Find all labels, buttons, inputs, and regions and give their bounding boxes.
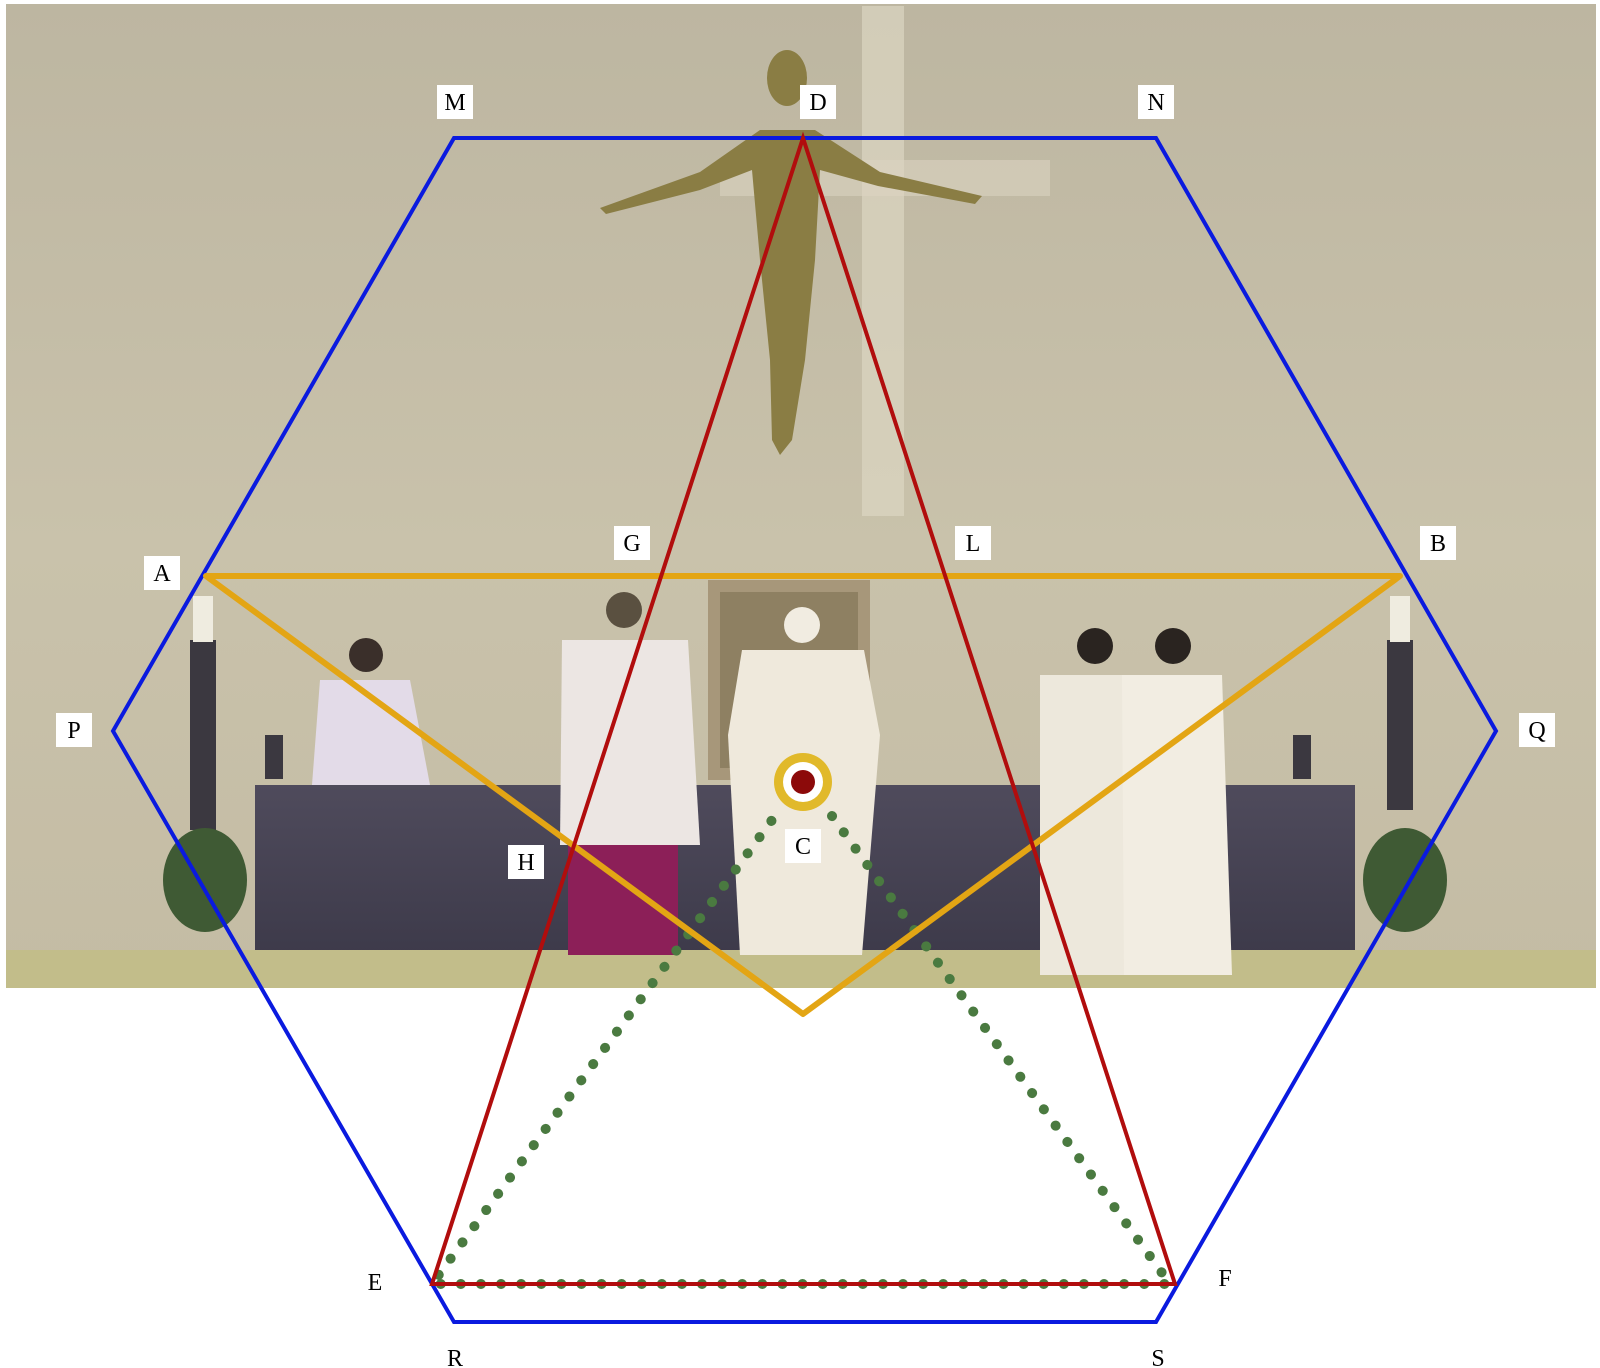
candle-right-top	[1390, 596, 1410, 642]
candle-small-right	[1293, 735, 1311, 779]
label-A: A	[153, 561, 171, 587]
label-P: P	[67, 718, 80, 744]
priest-red	[560, 592, 700, 955]
server-left	[312, 638, 430, 785]
label-S: S	[1151, 1346, 1164, 1368]
geometry-overlay	[110, 131, 1499, 1324]
label-Q: Q	[1528, 718, 1545, 744]
point-labels: M D N A G L B P Q H C E F R S	[56, 85, 1555, 1368]
label-F: F	[1218, 1266, 1231, 1292]
label-L: L	[966, 531, 981, 557]
label-D: D	[809, 90, 826, 116]
candle-right	[1387, 640, 1413, 810]
label-C: C	[795, 834, 811, 860]
candle-left-top	[193, 596, 213, 642]
plant-right	[1363, 828, 1447, 932]
gold-triangle	[203, 573, 1403, 1017]
priests-right	[1040, 628, 1232, 975]
crucifix-figure	[600, 50, 982, 455]
center-marker-dot	[791, 770, 815, 794]
label-R: R	[447, 1346, 463, 1368]
candle-left	[190, 640, 216, 830]
candle-small-left	[265, 735, 283, 779]
label-G: G	[623, 531, 640, 557]
label-H: H	[517, 850, 534, 876]
label-B: B	[1430, 531, 1446, 557]
plant-left	[163, 828, 247, 932]
cross-vertical-beam	[862, 6, 904, 516]
floor-flowers	[6, 950, 1596, 988]
red-triangle	[429, 131, 1178, 1286]
label-M: M	[444, 90, 465, 116]
label-E: E	[368, 1270, 383, 1296]
blue-hexagon	[110, 136, 1499, 1324]
label-N: N	[1147, 90, 1164, 116]
